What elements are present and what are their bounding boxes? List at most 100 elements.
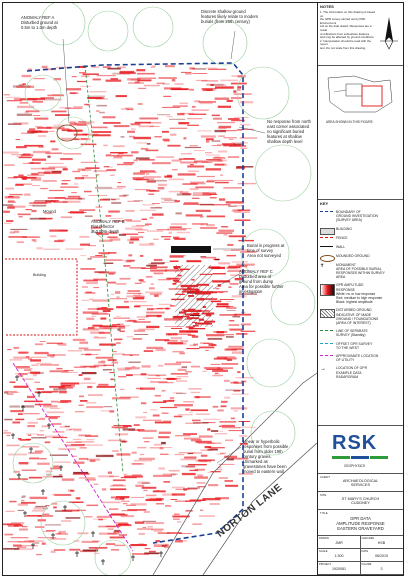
gpr-streak: [141, 402, 147, 405]
gpr-streak: [143, 411, 148, 414]
gpr-streak: [240, 330, 256, 332]
gpr-streak: [189, 328, 206, 330]
gpr-streak: [88, 245, 96, 247]
gpr-streak: [230, 417, 235, 420]
gpr-streak: [227, 269, 245, 271]
gpr-streak: [235, 279, 241, 281]
gpr-streak: [152, 414, 160, 417]
gpr-streak: [41, 65, 48, 68]
gpr-streak: [115, 315, 121, 317]
gpr-streak: [17, 546, 27, 549]
gpr-streak: [211, 292, 218, 294]
gpr-streak: [32, 374, 37, 377]
gpr-streak: [232, 315, 241, 318]
gpr-streak: [226, 310, 236, 311]
gpr-streak: [40, 97, 54, 99]
gpr-streak: [17, 509, 25, 511]
gpr-streak: [169, 255, 184, 258]
gpr-streak: [136, 387, 143, 390]
gpr-streak: [146, 494, 157, 497]
gpr-streak: [30, 167, 44, 170]
gpr-streak: [211, 140, 221, 142]
gpr-streak: [187, 453, 193, 455]
gpr-streak: [105, 543, 116, 546]
gpr-streak: [161, 201, 179, 203]
road-edge-west: [152, 372, 317, 575]
gpr-streak: [98, 271, 116, 274]
gpr-streak: [142, 520, 156, 522]
gpr-streak: [62, 168, 68, 171]
gpr-streak: [197, 442, 215, 444]
gpr-streak: [19, 528, 28, 531]
gpr-streak: [213, 357, 228, 360]
gpr-streak: [18, 174, 24, 177]
gpr-streak: [206, 181, 215, 183]
gpr-streak: [106, 169, 116, 172]
gpr-streak: [195, 209, 211, 212]
gpr-streak: [20, 176, 37, 179]
gpr-streak: [185, 466, 196, 468]
gpr-streak: [78, 404, 84, 406]
gpr-streak: [79, 447, 87, 449]
gpr-streak: [237, 89, 241, 91]
gpr-streak: [43, 507, 48, 510]
gpr-streak: [155, 339, 170, 341]
gpr-streak: [52, 475, 63, 478]
gpr-streak: [44, 524, 62, 526]
gpr-streak: [131, 553, 150, 555]
gpr-streak: [34, 450, 44, 453]
gpr-streak: [81, 540, 99, 543]
gpr-streak: [27, 421, 38, 424]
gpr-streak: [53, 388, 67, 391]
gpr-streak: [6, 100, 23, 102]
gpr-survey-map[interactable]: ANOMALY REF A Disturbed ground at 0.5m t…: [3, 3, 318, 575]
gpr-streak: [215, 305, 230, 308]
gpr-streak: [187, 118, 203, 120]
gpr-streak: [200, 223, 205, 226]
gpr-streak: [190, 391, 201, 394]
gpr-streak: [238, 239, 254, 242]
gpr-streak: [4, 391, 9, 394]
gpr-streak: [225, 439, 234, 442]
gpr-streak: [171, 79, 176, 82]
gpr-streak: [176, 380, 187, 382]
gpr-streak: [149, 293, 162, 296]
gpr-streak: [133, 329, 146, 332]
gpr-streak: [169, 397, 175, 400]
gpr-streak: [116, 306, 130, 309]
gpr-streak: [109, 536, 125, 539]
gpr-streak: [127, 130, 135, 133]
gpr-streak: [3, 429, 8, 432]
gpr-streak: [85, 478, 96, 481]
gpr-streak: [53, 465, 60, 468]
gpr-streak: [25, 356, 30, 358]
gpr-streak: [35, 505, 47, 508]
gpr-streak: [33, 201, 52, 204]
gpr-streak: [9, 478, 28, 481]
gpr-streak: [213, 117, 222, 120]
gpr-streak: [237, 86, 242, 89]
gpr-streak: [42, 513, 50, 515]
gpr-streak: [211, 344, 217, 346]
gpr-streak: [171, 486, 185, 489]
gpr-streak: [172, 283, 177, 285]
gpr-streak: [154, 394, 161, 397]
gpr-streak: [115, 95, 127, 98]
gpr-streak: [8, 205, 26, 208]
gpr-streak: [81, 353, 93, 355]
gpr-streak: [170, 337, 182, 340]
gpr-streak: [153, 545, 170, 547]
gpr-streak: [237, 182, 257, 185]
gpr-streak: [188, 388, 202, 390]
gpr-streak: [47, 354, 55, 357]
gpr-streak: [56, 367, 63, 370]
gpr-streak: [133, 200, 143, 202]
gpr-streak: [92, 324, 103, 326]
gpr-streak: [114, 544, 125, 547]
gpr-streak: [212, 405, 219, 408]
client-section: CLIENT ARCHAEOLOGICAL SERVICES: [318, 473, 403, 491]
gpr-streak: [16, 146, 27, 149]
gpr-streak: [80, 382, 96, 384]
gpr-streak: [170, 223, 188, 226]
gpr-streak: [118, 523, 129, 526]
